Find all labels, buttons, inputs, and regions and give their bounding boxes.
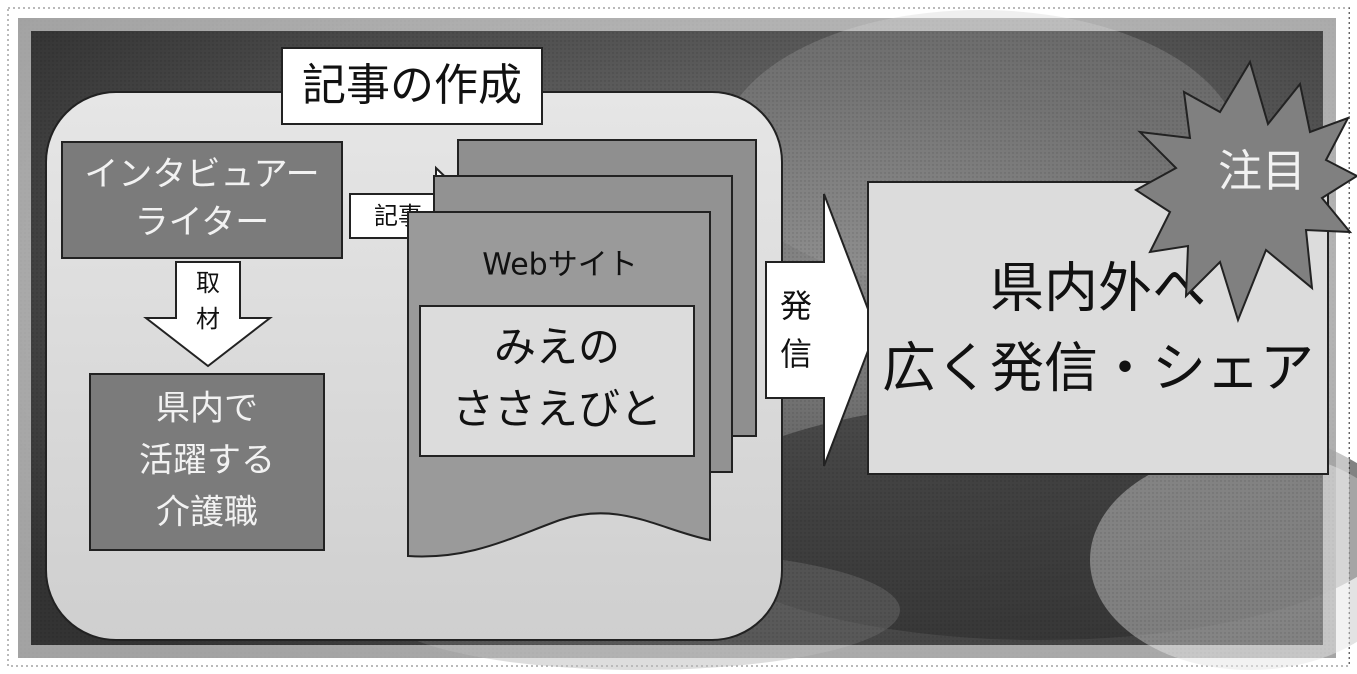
publish-arrow-label-1: 発 <box>780 287 812 325</box>
interviewer-line-1: インタビュアー <box>84 155 319 195</box>
page-title: 記事の作成 <box>302 60 522 111</box>
attention-burst <box>1134 59 1357 323</box>
share-line-2: 広く発信・シェア <box>882 337 1314 400</box>
coverage-arrow <box>143 261 273 368</box>
site-name-line-2: ささえびと <box>452 385 662 434</box>
site-name-box <box>419 305 695 457</box>
coverage-arrow-label-1: 取 <box>196 269 220 297</box>
website-label: Webサイト <box>482 248 637 283</box>
burst-label: 注目 <box>1218 146 1306 197</box>
interviewer-box <box>61 141 343 259</box>
publish-arrow-label-2: 信 <box>780 335 812 373</box>
title-box <box>281 47 543 125</box>
site-name-line-1: みえの <box>494 323 620 372</box>
subject-box <box>89 373 325 551</box>
subject-line-2: 活躍する <box>139 441 275 481</box>
share-line-1: 県内外へ <box>990 257 1206 320</box>
subject-line-3: 介護職 <box>156 493 258 533</box>
coverage-arrow-label-2: 材 <box>196 305 220 333</box>
subject-line-1: 県内で <box>156 389 258 429</box>
publish-arrow <box>765 193 878 467</box>
interviewer-line-2: ライター <box>135 203 270 243</box>
